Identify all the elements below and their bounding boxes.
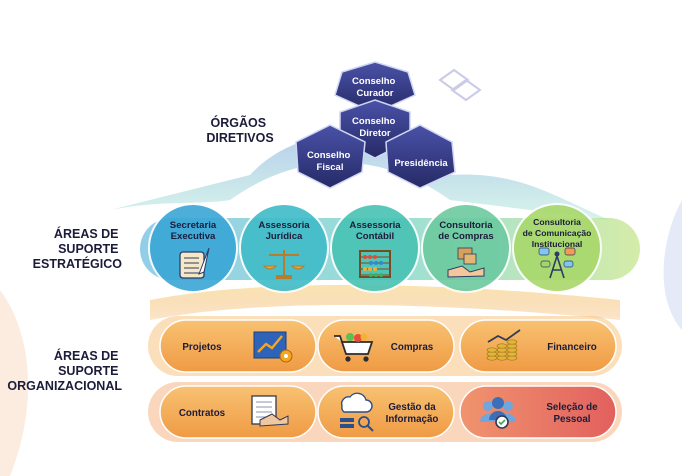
label-orgaos-diretivos: ÓRGÃOS DIRETIVOS [206, 115, 273, 145]
label-suporte-organizacional: ÁREAS DE SUPORTE ORGANIZACIONAL [7, 348, 122, 393]
decor-right-swoosh [663, 200, 682, 330]
coins-chart-icon [486, 329, 521, 361]
shopping-cart-icon [334, 333, 374, 362]
svg-text:Presidência: Presidência [394, 158, 448, 169]
blueprint-chart-icon [253, 331, 293, 363]
hex-presidencia[interactable]: Presidência [385, 124, 456, 189]
organizational-node-label: Projetos [182, 342, 222, 353]
svg-text:Conselho Fiscal: Conselho Fiscal [307, 150, 353, 173]
people-search-icon [480, 397, 516, 429]
hex-label-line: Conselho [307, 150, 350, 161]
handshake-boxes-icon [447, 247, 485, 278]
organizational-node-label: Compras [391, 342, 434, 353]
strategic-node-circle [330, 203, 420, 293]
organizational-node[interactable]: Compras [317, 319, 455, 373]
decor-left-swoosh [0, 290, 29, 476]
hex-conselho-fiscal[interactable]: Conselho Fiscal [295, 124, 366, 189]
hex-label-line: Conselho [352, 76, 395, 87]
organizational-node-label: Contratos [179, 408, 226, 419]
organizational-node-label: Financeiro [547, 342, 597, 353]
hex-label-line: Fiscal [317, 162, 344, 173]
hex-label-line: Curador [357, 88, 394, 99]
strategic-node-circle [239, 203, 329, 293]
cloud-data-icon [340, 392, 374, 432]
organizational-node[interactable]: Projetos [159, 319, 317, 373]
hex-label-line: Presidência [394, 158, 448, 169]
antenna-icon [538, 247, 576, 279]
hex-label-line: Diretor [359, 128, 390, 139]
contract-handshake-icon [251, 395, 289, 427]
abacus-icon [359, 250, 391, 278]
flow-connector-top [110, 133, 610, 220]
hex-label-line: Conselho [352, 116, 395, 127]
organizational-node-pill [317, 319, 455, 373]
scroll-quill-icon [179, 247, 210, 279]
flow-connector-middle [150, 285, 620, 320]
organizational-node[interactable]: Contratos [159, 385, 317, 439]
decor-lattice-icon [438, 68, 482, 102]
strategic-node-circle [512, 203, 602, 293]
scales-icon [262, 250, 306, 279]
svg-text:Conselho Diretor: Conselho Diretor [352, 116, 398, 139]
organizational-node[interactable]: Financeiro [459, 319, 617, 373]
label-suporte-estrategico: ÁREAS DE SUPORTE ESTRATÉGICO [33, 226, 123, 271]
strategic-node-circle [148, 203, 238, 293]
svg-text:Conselho Curador: Conselho Curador [352, 76, 398, 99]
